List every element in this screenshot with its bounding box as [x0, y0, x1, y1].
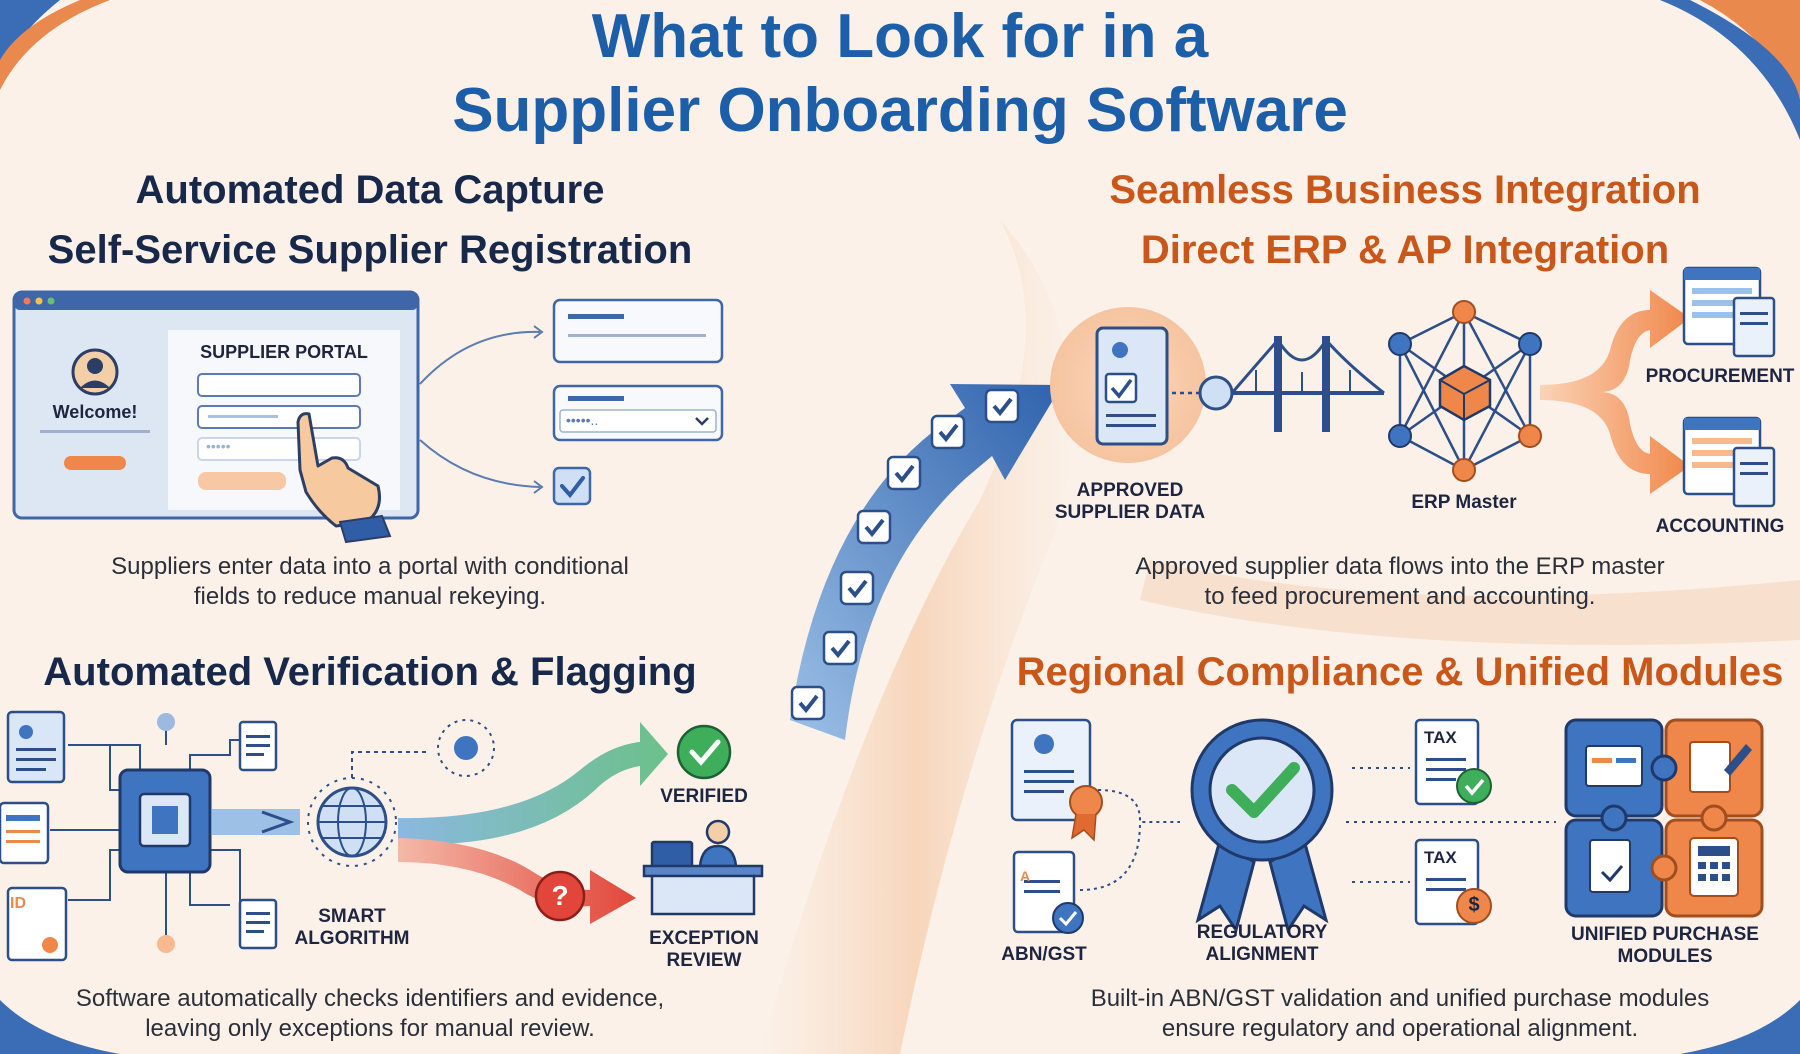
id-card-icon: [6, 886, 68, 962]
abn-doc-mark: A: [1020, 868, 1031, 884]
mini-network-icon: [437, 719, 495, 777]
exception-flow-arrow: [398, 838, 636, 924]
background-swoosh: [760, 220, 1072, 1054]
checkbox-icon: [552, 466, 592, 506]
password-mask: •••••: [206, 438, 231, 454]
heading-verification: Automated Verification & Flagging: [43, 650, 697, 694]
question-circle-icon: [534, 870, 586, 922]
corner-swirl-left: [0, 0, 60, 80]
check-circle-icon: [676, 724, 732, 780]
abn-document-icon: [1012, 850, 1084, 934]
approved-supplier-data-label: APPROVED SUPPLIER DATA: [1054, 480, 1206, 523]
heading-compliance: Regional Compliance & Unified Modules: [1016, 650, 1784, 694]
verified-label: VERIFIED: [660, 786, 748, 807]
dropdown-field-card: [552, 384, 724, 442]
procurement-label: PROCUREMENT: [1645, 366, 1795, 387]
integration-description: Approved supplier data flows into the ER…: [1135, 553, 1665, 610]
globe-network-icon: [307, 777, 397, 867]
erp-network-icon: [1388, 300, 1542, 482]
progress-arrow: [790, 384, 1062, 740]
puzzle-modules-icon: [1564, 718, 1764, 918]
exception-review-label: EXCEPTION REVIEW: [649, 928, 759, 971]
spreadsheet-icon: [1682, 416, 1776, 508]
pointer-hand-icon: [296, 412, 392, 544]
title-line-1: What to Look for in a: [591, 2, 1209, 71]
tax-document-icon: [1414, 838, 1492, 926]
question-mark: ?: [551, 880, 569, 911]
unified-purchase-modules-label: UNIFIED PURCHASE MODULES: [1571, 924, 1759, 967]
select-mask: •••••..: [566, 412, 599, 428]
welcome-label: Welcome!: [52, 402, 138, 422]
bridge-icon: [1198, 336, 1385, 432]
reviewer-desk-icon: [642, 819, 764, 916]
corner-swirl-right: [1700, 0, 1800, 110]
document-icon: [0, 801, 50, 865]
verified-flow-arrow: [398, 722, 668, 845]
form-field-card: [552, 298, 724, 364]
data-capture-description: Suppliers enter data into a portal with …: [111, 553, 629, 610]
portal-window: [12, 290, 420, 544]
document-icon: [238, 898, 278, 950]
accounting-label: ACCOUNTING: [1655, 516, 1785, 537]
tax-document-icon: [1414, 718, 1492, 806]
supplier-portal-label: SUPPLIER PORTAL: [200, 342, 368, 362]
title-line-2: Supplier Onboarding Software: [452, 76, 1348, 145]
subheading-erp-ap: Direct ERP & AP Integration: [1140, 228, 1670, 272]
regulatory-alignment-label: REGULATORY ALIGNMENT: [1196, 922, 1328, 965]
heading-data-capture: Automated Data Capture: [135, 168, 605, 212]
smart-algorithm-label: SMART ALGORITHM: [294, 906, 410, 949]
page-title: What to Look for in a Supplier Onboardin…: [0, 0, 1800, 148]
approved-document-icon: [1095, 326, 1169, 446]
verification-description: Software automatically checks identifier…: [75, 985, 665, 1042]
document-icon: [238, 720, 278, 772]
erp-master-label: ERP Master: [1411, 492, 1517, 513]
dollar-icon: $: [1468, 894, 1480, 916]
abn-gst-label: ABN/GST: [1001, 944, 1087, 965]
tax-label-1: TAX: [1424, 728, 1457, 747]
compliance-description: Built-in ABN/GST validation and unified …: [1090, 985, 1710, 1042]
tax-label-2: TAX: [1424, 848, 1457, 867]
badge-ribbon-icon: [1190, 718, 1334, 934]
document-icon: [6, 710, 66, 784]
subheading-registration: Self-Service Supplier Registration: [47, 228, 693, 272]
id-tag: ID: [10, 895, 26, 912]
avatar-icon: [71, 348, 119, 396]
profile-document-icon: [1010, 718, 1103, 842]
spreadsheet-icon: [1682, 266, 1776, 358]
split-arrow: [1540, 290, 1690, 494]
chip-icon: [118, 768, 212, 874]
heading-integration: Seamless Business Integration: [1109, 168, 1701, 212]
check-steps: [790, 388, 1020, 721]
